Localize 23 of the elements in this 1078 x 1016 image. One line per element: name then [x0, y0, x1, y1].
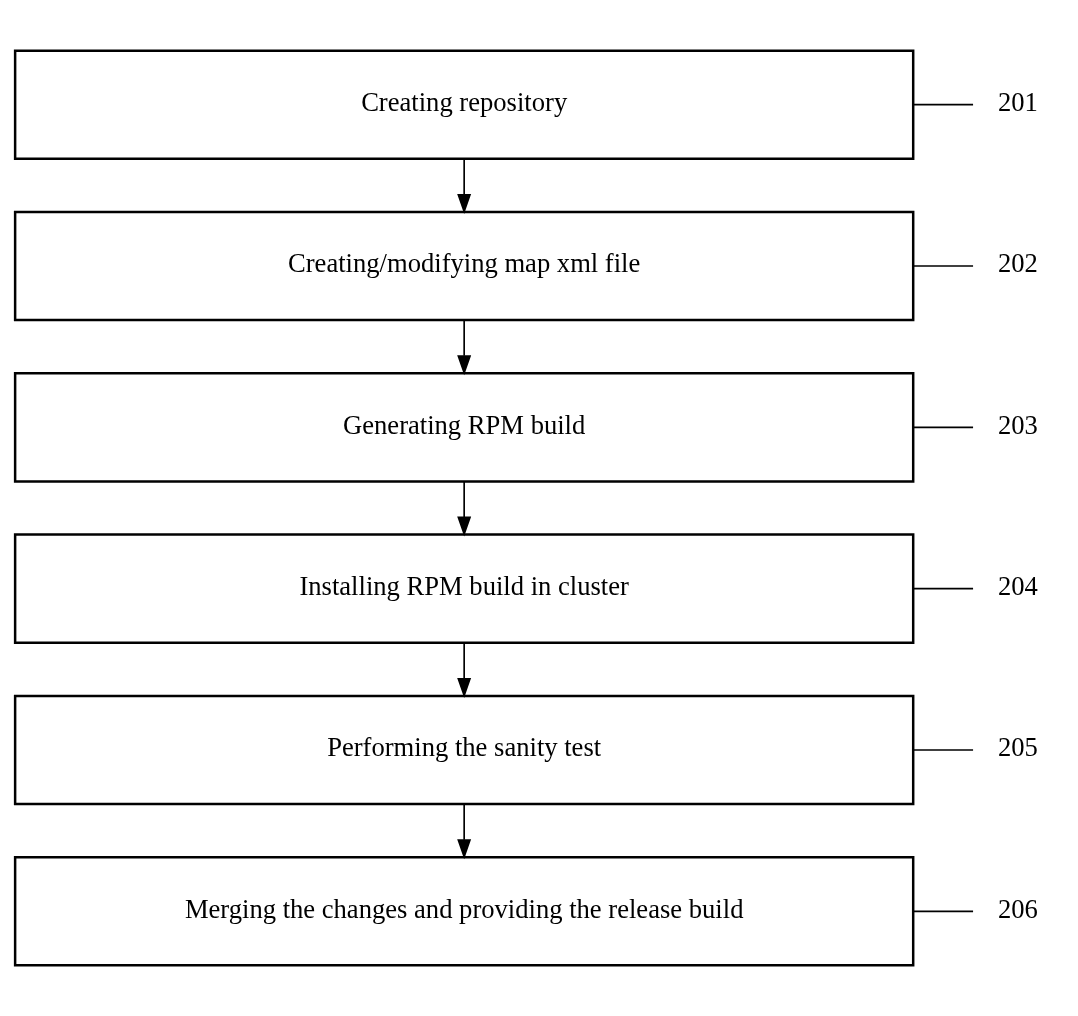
node-text: 205	[998, 732, 1038, 763]
node-text: 204	[998, 570, 1038, 601]
node-text: 201	[998, 87, 1038, 118]
node-box: Creating repository	[13, 49, 915, 160]
arrow	[457, 642, 472, 698]
arrow	[457, 319, 472, 376]
node-box: Creating/modifying map xml file	[13, 210, 915, 322]
node-box: Performing the sanity test	[13, 694, 915, 806]
connector	[912, 587, 974, 590]
connector	[912, 265, 974, 267]
node-box: Merging the changes and providing the release build	[13, 856, 915, 967]
arrow	[457, 803, 472, 860]
arrow	[457, 158, 472, 214]
node-text: 203	[998, 409, 1038, 440]
node-text: 202	[998, 248, 1038, 279]
node-text: 206	[998, 893, 1038, 924]
connector	[912, 103, 974, 106]
connector	[912, 426, 974, 429]
arrow	[457, 480, 472, 537]
node-box: Generating RPM build	[13, 372, 915, 483]
connector	[912, 749, 974, 751]
connector	[912, 910, 974, 913]
node-box: Installing RPM build in cluster	[13, 533, 915, 644]
